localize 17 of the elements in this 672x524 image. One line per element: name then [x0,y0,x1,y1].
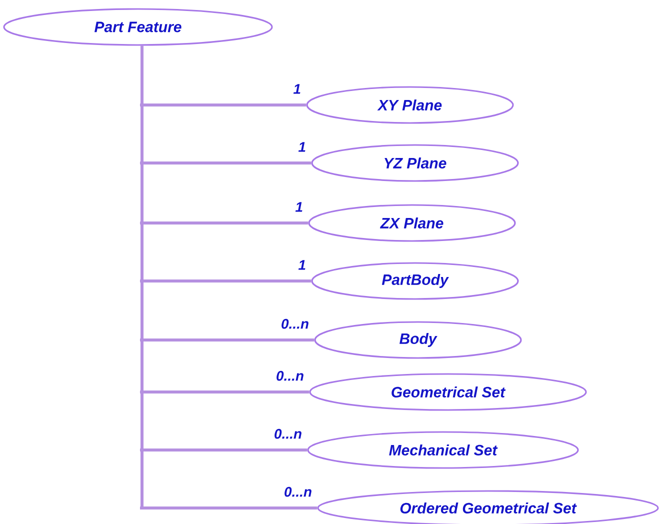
connector-line [140,104,306,106]
multiplicity-label: 0...n [276,370,304,381]
connector-line [140,390,310,394]
multiplicity-label: 0...n [282,318,308,329]
trunk-line [140,46,144,509]
connector-line [140,162,312,164]
multiplicity-label: 1 [293,84,300,94]
multiplicity-label: 0...n [274,428,302,439]
connector-line [140,222,308,224]
connector-line [140,506,318,510]
connector-line [140,338,314,342]
multiplicity-label: 1 [298,142,306,152]
connector-line [140,280,312,282]
multiplicity-label: 1 [295,202,302,212]
connector-line [140,448,308,452]
multiplicity-label: 0...n [284,486,312,497]
multiplicity-label: 1 [298,260,306,270]
